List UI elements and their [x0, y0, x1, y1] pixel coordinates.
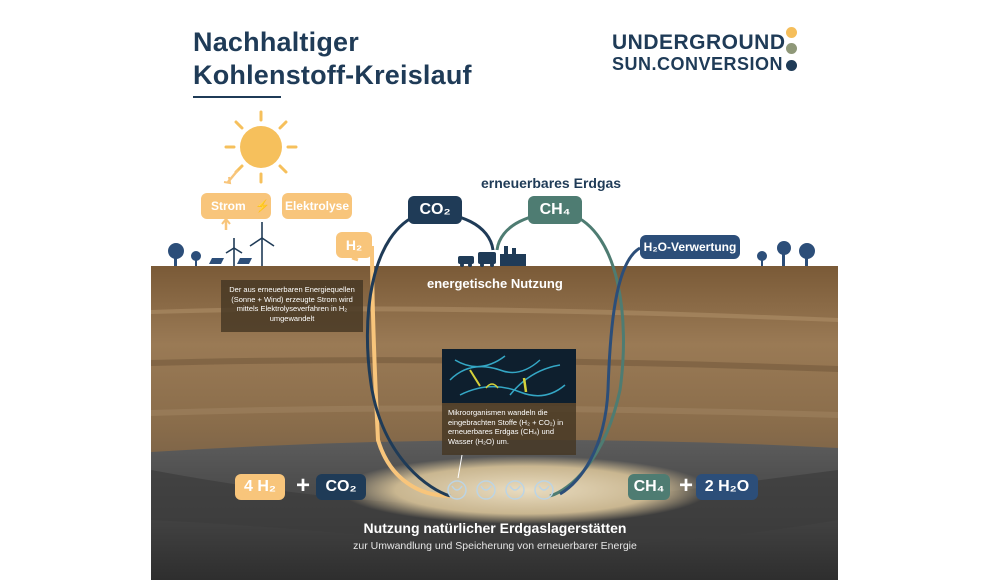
energetische-nutzung-label: energetische Nutzung: [427, 276, 563, 291]
elektrolyse-label: Elektrolyse: [282, 193, 352, 219]
h2-label: H₂: [336, 232, 372, 258]
co2-label: CO₂: [408, 196, 462, 224]
logo-text-line2: SUN.CONVERSION: [612, 54, 783, 75]
equation-co2: CO₂: [316, 474, 366, 500]
strom-text: Strom: [211, 199, 246, 213]
equation-4h2: 4 H₂: [235, 474, 285, 500]
bus-icon: [478, 252, 496, 267]
h2o-verwertung-label: H₂O-Verwertung: [640, 235, 740, 259]
page-title-line2: Kohlenstoff-Kreislauf: [193, 60, 472, 91]
strom-label: Strom ⚡: [201, 193, 271, 219]
lightning-icon: ⚡: [255, 199, 270, 213]
logo-dot-navy: [786, 60, 797, 71]
factory-icon: [500, 246, 526, 266]
energy-note: Der aus erneuerbaren Energiequellen (Son…: [221, 280, 363, 332]
microorganism-note: Mikroorganismen wandeln die eingebrachte…: [442, 403, 576, 455]
logo-dot-green: [786, 43, 797, 54]
equation-2h2o: 2 H₂O: [696, 474, 758, 500]
microbe-micrograph: [442, 349, 576, 403]
bottom-subtitle: zur Umwandlung und Speicherung von erneu…: [0, 540, 990, 552]
page-title-line1: Nachhaltiger: [193, 27, 359, 58]
equation-ch4: CH₄: [628, 474, 670, 500]
solar-panel-icon: [209, 258, 252, 264]
erneuerbares-erdgas-label: erneuerbares Erdgas: [481, 175, 621, 191]
ch4-label: CH₄: [528, 196, 582, 224]
equation-plus-right: +: [679, 472, 693, 500]
title-underline: [193, 96, 281, 98]
bottom-title: Nutzung natürlicher Erdgaslagerstätten: [0, 520, 990, 536]
logo-text-line1: UNDERGROUND: [612, 31, 786, 55]
car-icon: [458, 256, 474, 267]
logo-dot-orange: [786, 27, 797, 38]
equation-plus-left: +: [296, 472, 310, 500]
